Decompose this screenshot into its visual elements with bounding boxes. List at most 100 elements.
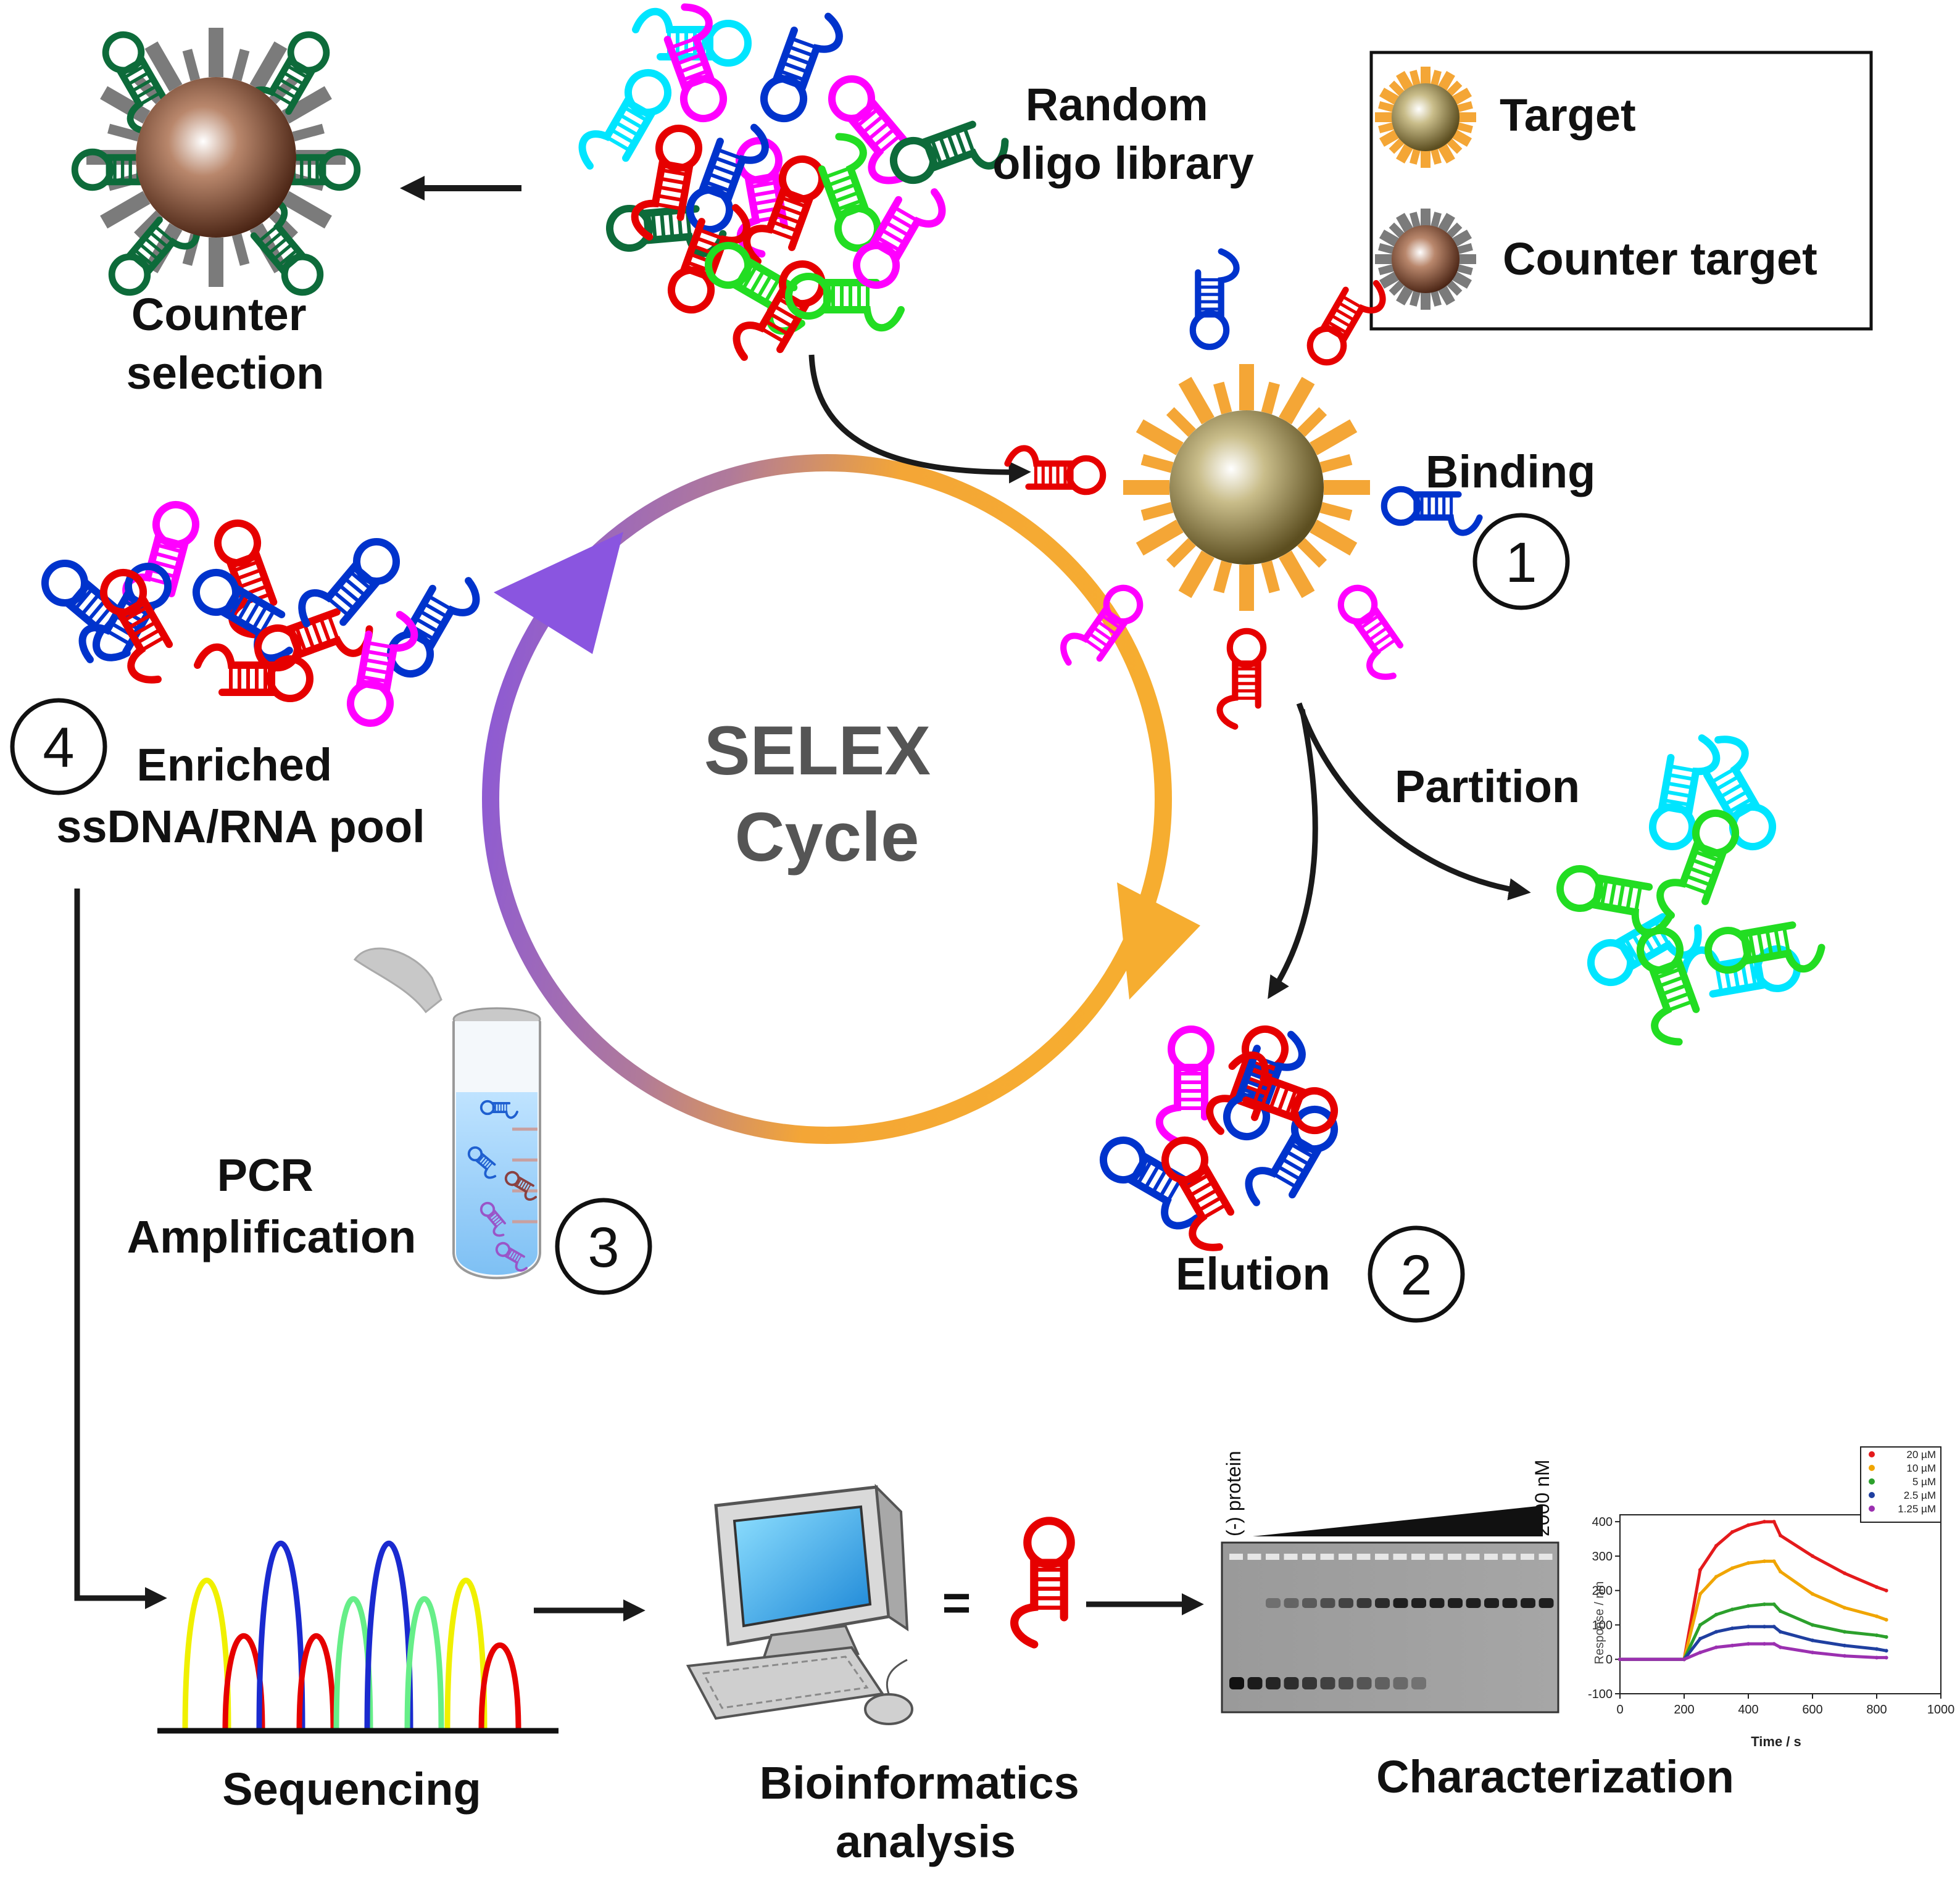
gel-bound-band [1539, 1598, 1554, 1608]
selected-aptamer [1015, 1521, 1071, 1644]
sequencing-chromatogram [157, 1540, 559, 1734]
gel-lane-label-left: (-) protein [1223, 1451, 1245, 1536]
chart-point [1843, 1643, 1846, 1647]
step-4-badge: 4 [10, 698, 107, 795]
gel-well [1448, 1554, 1461, 1560]
binding-target-complex [1008, 252, 1480, 727]
svg-text:2: 2 [1400, 1244, 1432, 1307]
gel-free-band [1284, 1677, 1299, 1689]
gel-bound-band [1320, 1598, 1335, 1608]
selex-cycle-ring [482, 454, 1200, 1144]
gel-bands [1229, 1554, 1554, 1689]
chart-xlabel: Time / s [1751, 1734, 1801, 1749]
gel-bound-band [1266, 1598, 1281, 1608]
chart-legend-marker [1869, 1506, 1875, 1512]
arrow-pool-to-sequencing [74, 889, 167, 1609]
chart-point [1811, 1623, 1814, 1627]
gel-bound-band [1356, 1598, 1372, 1608]
chart-point [1884, 1618, 1888, 1622]
gel-free-band [1302, 1677, 1317, 1689]
cycle-arrowhead-orange [1117, 882, 1200, 1000]
chart-point [1714, 1544, 1718, 1548]
enriched-pool-label: Enriched ssDNA/RNA pool [56, 739, 425, 852]
chart-point [1772, 1520, 1776, 1524]
chart-point [1763, 1602, 1766, 1606]
chart-point [1843, 1630, 1846, 1634]
partition-pool-cluster [1555, 731, 1825, 1048]
chart-point [1779, 1570, 1782, 1574]
chart-point [1714, 1612, 1718, 1617]
gel-bound-band [1466, 1598, 1481, 1608]
gel-well [1411, 1554, 1425, 1560]
arrow-library-to-binding [808, 354, 1031, 484]
gel-well [1284, 1554, 1298, 1560]
chart-point [1698, 1568, 1702, 1572]
chart-x-tick-label: 1000 [1927, 1703, 1955, 1717]
chart-point [1843, 1571, 1846, 1575]
partition-label: Partition [1395, 761, 1580, 812]
gel-bound-band [1393, 1598, 1408, 1608]
gel-bound-band [1284, 1598, 1299, 1608]
chart-point [1779, 1645, 1782, 1649]
chart-point [1772, 1559, 1776, 1564]
chart-point [1730, 1626, 1734, 1631]
computer-icon [686, 1483, 913, 1725]
chart-point [1884, 1588, 1888, 1593]
gel-well [1466, 1554, 1480, 1560]
chart-point [1811, 1638, 1814, 1643]
gel-bound-band [1521, 1598, 1535, 1608]
gel-well [1320, 1554, 1334, 1560]
gel-free-band [1339, 1677, 1353, 1689]
legend-box: Target Counter target [1369, 51, 1873, 331]
chart-point [1779, 1609, 1782, 1614]
gel-well [1266, 1554, 1279, 1560]
chart-point [1714, 1575, 1718, 1579]
chart-y-tick-label: 100 [1592, 1618, 1613, 1632]
chart-point [1746, 1625, 1750, 1629]
svg-text:4: 4 [43, 716, 74, 779]
chart-point [1875, 1614, 1879, 1618]
chart-point [1682, 1657, 1686, 1662]
pcr-tube-icon [353, 947, 542, 1280]
chart-point [1763, 1625, 1766, 1629]
chart-point [1843, 1606, 1846, 1610]
chart-point [1763, 1520, 1766, 1524]
gel-free-band [1375, 1677, 1390, 1689]
bioinformatics-label: Bioinformatics analysis [760, 1757, 1092, 1867]
cycle-title: SELEX Cycle [704, 712, 950, 876]
gel-free-band [1266, 1677, 1281, 1689]
chart-x-tick-label: 200 [1674, 1703, 1694, 1717]
svg-text:3: 3 [588, 1216, 619, 1279]
chart-point [1763, 1642, 1766, 1646]
chart-point [1811, 1651, 1814, 1655]
chart-y-tick-label: 200 [1592, 1585, 1613, 1598]
chart-y-tick-label: 300 [1592, 1550, 1613, 1564]
chart-point [1772, 1642, 1776, 1646]
gel-bound-band [1448, 1598, 1463, 1608]
random-library-cluster [575, 1, 1011, 374]
enriched-pool-cluster [30, 497, 484, 729]
chart-point [1698, 1592, 1702, 1596]
sequencing-label: Sequencing [222, 1763, 481, 1815]
chart-point [1843, 1654, 1846, 1658]
chart-y-tick-label: 400 [1592, 1515, 1613, 1529]
counter-selection-particle [75, 23, 357, 307]
gel-bound-band [1339, 1598, 1353, 1608]
chart-point [1779, 1630, 1782, 1634]
chart-legend-label: 10 µM [1906, 1462, 1936, 1474]
chart-point [1884, 1635, 1888, 1639]
chart-legend-marker [1869, 1478, 1875, 1485]
chart-point [1746, 1642, 1750, 1646]
chart-point [1811, 1592, 1814, 1596]
chart-point [1746, 1523, 1750, 1527]
gel-well [1302, 1554, 1316, 1560]
step-1-badge: 1 [1472, 513, 1570, 610]
gel-well [1429, 1554, 1443, 1560]
chart-point [1875, 1655, 1879, 1660]
chart-point [1730, 1566, 1734, 1570]
chart-point [1714, 1645, 1718, 1649]
equals-sign: = [942, 1575, 971, 1630]
chart-x-tick-label: 400 [1738, 1703, 1758, 1717]
